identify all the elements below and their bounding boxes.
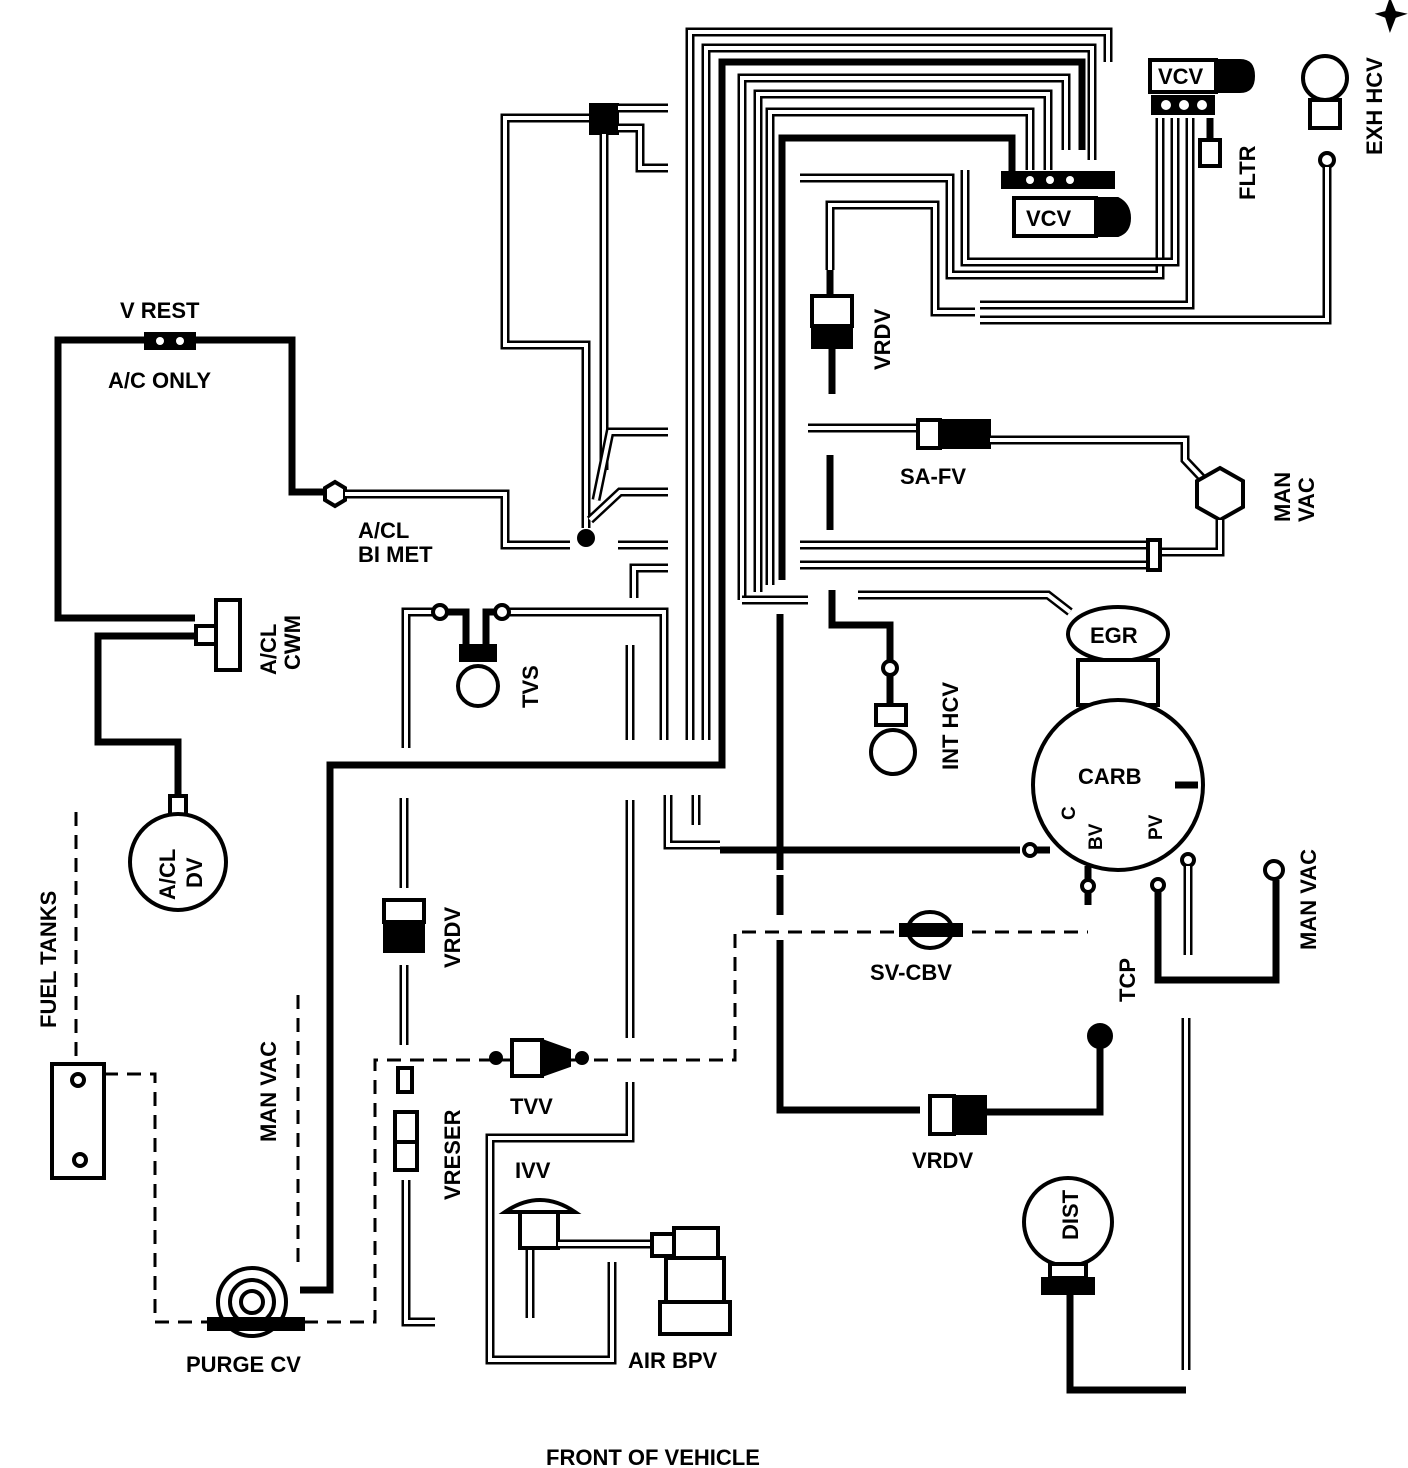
man-vac-right-1: MAN — [1270, 472, 1295, 522]
acl-dv-2: DV — [182, 857, 207, 888]
vcv-middle-valve: VCV — [1001, 171, 1132, 238]
air-bpv-label: AIR BPV — [628, 1348, 718, 1373]
dist-label: DIST — [1058, 1189, 1083, 1240]
vcv-top-valve: VCV — [1148, 58, 1256, 115]
acl-dv-valve: A/CL DV — [128, 794, 228, 912]
carb-c-line — [663, 795, 1050, 858]
acl-cwm-2: CWM — [280, 615, 305, 670]
vrdv-upper-label: VRDV — [870, 309, 895, 370]
ac-only-label: A/C ONLY — [108, 368, 211, 393]
purge-cv-label: PURGE CV — [186, 1352, 301, 1377]
v-rest-label: V REST — [120, 298, 200, 323]
vreser-label: VRESER — [440, 1109, 465, 1200]
tvs-label: TVS — [518, 665, 543, 708]
center-double-tube — [800, 538, 1162, 572]
vcv-top-label: VCV — [1158, 64, 1204, 89]
front-of-vehicle-label: FRONT OF VEHICLE — [546, 1445, 760, 1468]
vrdv-lower-label: VRDV — [912, 1148, 973, 1173]
upper-center-tubes — [500, 103, 668, 598]
acl-bimet-2: BI MET — [358, 542, 433, 567]
man-vac-hexagon: MAN VAC — [1160, 465, 1319, 557]
pv-label: PV — [1146, 814, 1167, 840]
air-bpv-valve: AIR BPV — [628, 1226, 732, 1373]
sa-fv-valve: SA-FV — [808, 418, 1206, 530]
exh-hcv-label: EXH HCV — [1362, 57, 1387, 155]
man-vac-lower-label: MAN VAC — [1296, 849, 1321, 950]
tvv-valve: TVV — [485, 800, 635, 1365]
ivv-valve: IVV — [498, 1158, 652, 1318]
carb-label: CARB — [1078, 764, 1142, 789]
egr-label: EGR — [1090, 623, 1138, 648]
fuel-tanks: FUEL TANKS — [36, 812, 210, 1324]
ivv-label: IVV — [515, 1158, 551, 1183]
distributor: DIST — [1022, 1018, 1191, 1394]
tcp-label: TCP — [1115, 958, 1140, 1002]
top-tube-bundle — [685, 27, 1195, 760]
carburetor: CARB C BV PV — [1031, 698, 1205, 872]
man-vac-left-label: MAN VAC — [256, 1041, 281, 1142]
bv-label: BV — [1086, 823, 1107, 850]
v-rest-valve: V REST A/C ONLY — [54, 298, 325, 622]
acl-dv-1: A/CL — [155, 849, 180, 900]
exh-hcv-valve: EXH HCV — [980, 0, 1408, 325]
vrdv-upper-valve: VRDV — [810, 270, 895, 394]
man-vac-right-2: VAC — [1294, 477, 1319, 522]
sa-fv-label: SA-FV — [900, 464, 966, 489]
c-label: C — [1059, 806, 1080, 820]
int-hcv-label: INT HCV — [938, 682, 963, 770]
vreser-valve: VRESER — [393, 1066, 465, 1327]
fuel-tanks-label: FUEL TANKS — [36, 891, 61, 1028]
egr-valve: EGR — [858, 590, 1170, 707]
filter-component: FLTR — [1198, 118, 1260, 200]
acl-bimet-1: A/CL — [358, 518, 409, 543]
sv-cbv-label: SV-CBV — [870, 960, 952, 985]
acl-bimet-valve: A/CL BI MET — [323, 479, 595, 567]
tvv-label: TVV — [510, 1094, 553, 1119]
vrdv-center-label: VRDV — [440, 907, 465, 968]
int-hcv-valve: INT HCV — [828, 590, 963, 776]
fltr-label: FLTR — [1235, 145, 1260, 200]
tvs-valve: TVS — [401, 603, 669, 748]
acl-cwm-valve: A/CL CWM — [94, 598, 305, 800]
acl-cwm-1: A/CL — [256, 624, 281, 675]
vcv-mid-label: VCV — [1026, 206, 1072, 231]
vrdv-center-valve: VRDV — [382, 798, 465, 1045]
tcp-valve: MAN VAC TCP — [1115, 849, 1321, 1002]
sv-cbv-valve: SV-CBV — [776, 614, 1096, 1114]
vrdv-lower-valve: VRDV — [912, 1023, 1113, 1173]
